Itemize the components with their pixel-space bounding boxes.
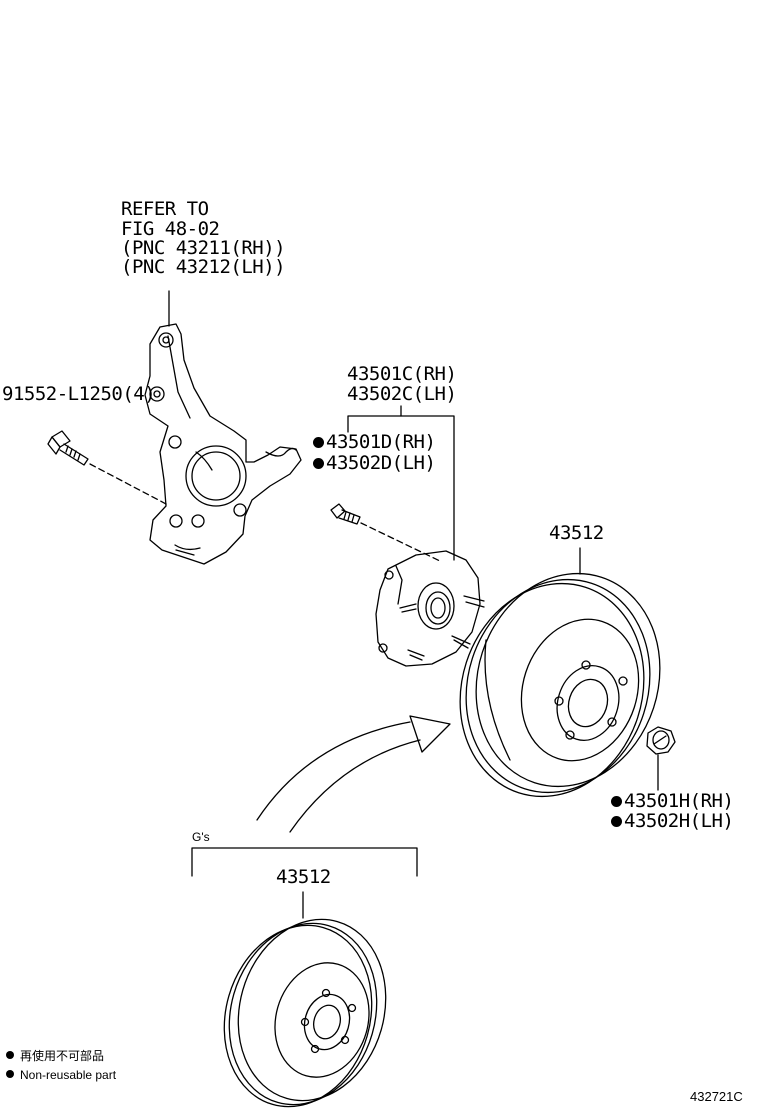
knuckle-bolt-part-number: 91552-L1250(4)	[2, 383, 156, 405]
variant-arrow	[256, 715, 451, 833]
hub-bolt-part-rh: 43501D(RH)	[313, 431, 436, 453]
hub-part-rh: 43501C(RH)	[347, 363, 457, 385]
hub-bolt	[330, 503, 361, 525]
legend-en-text: Non-reusable part	[20, 1068, 117, 1082]
disc-part-number-top: 43512	[549, 522, 604, 544]
lug-nut	[646, 726, 676, 755]
hub-bolt-part-rh-text: 43501D(RH)	[326, 431, 436, 453]
nut-part-rh-text: 43501H(RH)	[624, 790, 734, 812]
variant-label: G's	[192, 830, 210, 844]
hub-assembly	[375, 550, 485, 667]
non-reusable-marker	[313, 437, 324, 448]
non-reusable-marker	[611, 796, 622, 807]
hub-bolt-dashed-leader	[360, 522, 441, 562]
brake-disc-bottom	[223, 918, 387, 1108]
non-reusable-marker	[313, 458, 324, 469]
legend-en: Non-reusable part	[6, 1068, 116, 1082]
legend-jp: 再使用不可部品	[6, 1049, 104, 1063]
steering-knuckle	[144, 323, 302, 565]
brake-disc-top	[459, 572, 661, 798]
nut-part-rh: 43501H(RH)	[611, 790, 734, 812]
nut-part-lh: 43502H(LH)	[611, 810, 734, 832]
variant-bracket	[191, 847, 418, 877]
figure-code: 432721C	[690, 1089, 743, 1104]
hub-part-lh: 43502C(LH)	[347, 383, 457, 405]
nut-part-lh-text: 43502H(LH)	[624, 810, 734, 832]
disc-part-number-bottom: 43512	[276, 866, 331, 888]
legend-dot-icon	[6, 1070, 14, 1078]
hub-bolt-part-lh-text: 43502D(LH)	[326, 452, 436, 474]
refer-to-line3: (PNC 43211(RH))	[121, 237, 286, 259]
legend-jp-text: 再使用不可部品	[20, 1049, 105, 1063]
knuckle-bolt-dashed-leader	[89, 463, 169, 506]
hub-bolt-part-lh: 43502D(LH)	[313, 452, 436, 474]
non-reusable-marker	[611, 816, 622, 827]
refer-to-line4: (PNC 43212(LH))	[121, 256, 286, 278]
legend-dot-icon	[6, 1051, 14, 1059]
refer-to-line2: FIG 48-02	[121, 218, 220, 240]
knuckle-bolt	[47, 430, 89, 466]
refer-to-line1: REFER TO	[121, 198, 209, 220]
